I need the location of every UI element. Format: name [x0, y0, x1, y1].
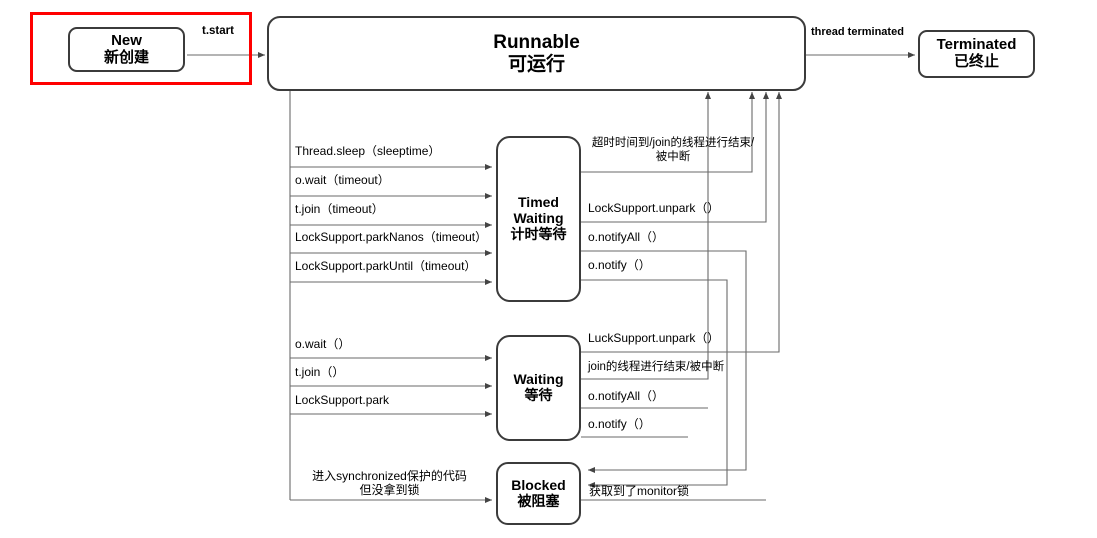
edge-label-o-wait: o.wait（） [295, 337, 351, 351]
node-terminated[interactable]: Terminated 已终止 [918, 30, 1035, 78]
edge-label-lucksupport-unpark: LuckSupport.unpark（） [588, 331, 720, 345]
node-terminated-label-en: Terminated [936, 36, 1017, 54]
edge-label-o-notifyall-waiting: o.notifyAll（） [588, 389, 665, 403]
edge-label-thread-terminated: thread terminated [811, 26, 904, 38]
edge-label-o-wait-timeout: o.wait（timeout） [295, 173, 390, 187]
node-new-label-cn: 新创建 [103, 48, 149, 66]
edge-label-o-notify-waiting: o.notify（） [588, 417, 651, 431]
edge-label-timeout-reached-line2: 被中断 [655, 150, 691, 163]
node-new[interactable]: New 新创建 [68, 27, 185, 72]
edge-label-parknanos: LockSupport.parkNanos（timeout） [295, 230, 488, 244]
edge-label-acquired-monitor-lock: 获取到了monitor锁 [589, 484, 690, 498]
node-runnable-label-en: Runnable [493, 32, 580, 54]
node-blocked-label-en: Blocked [511, 476, 566, 493]
edge-label-parkuntil: LockSupport.parkUntil（timeout） [295, 259, 477, 273]
node-timed-waiting-label-en2: Waiting [513, 210, 564, 227]
edge-label-o-notify-timed: o.notify（） [588, 258, 651, 272]
edge-label-thread-sleep: Thread.sleep（sleeptime） [295, 144, 441, 158]
node-waiting-label-en: Waiting [513, 371, 564, 388]
node-timed-waiting-label-en1: Timed [518, 194, 559, 211]
edge-label-locksupport-park: LockSupport.park [295, 393, 390, 407]
node-runnable[interactable]: Runnable 可运行 [267, 16, 806, 91]
edge-label-o-notifyall-timed: o.notifyAll（） [588, 230, 665, 244]
node-blocked-label-cn: 被阻塞 [517, 492, 560, 509]
edge-label-timeout-reached-line1: 超时时间到/join的线程进行结束/ [591, 137, 755, 149]
node-terminated-label-cn: 已终止 [953, 53, 999, 70]
edge-label-enter-synchronized-line1: 进入synchronized保护的代码 [312, 469, 467, 483]
node-timed-waiting-label-cn: 计时等待 [510, 225, 567, 242]
edge-label-enter-synchronized: 进入synchronized保护的代码 但没拿到锁 [292, 469, 487, 497]
edge-label-locksupport-unpark-timed: LockSupport.unpark（） [588, 201, 720, 215]
node-blocked[interactable]: Blocked 被阻塞 [496, 462, 581, 525]
edge-label-t-start: t.start [202, 25, 234, 37]
node-new-label-en: New [111, 31, 142, 49]
edge-label-join-thread-finished: join的线程进行结束/被中断 [588, 361, 725, 373]
node-waiting[interactable]: Waiting 等待 [496, 335, 581, 441]
new-state-highlight-box [30, 12, 252, 85]
edge-label-t-join-timeout: t.join（timeout） [295, 202, 384, 216]
node-runnable-label-cn: 可运行 [507, 53, 565, 75]
edge-label-timeout-reached: 超时时间到/join的线程进行结束/ 被中断 [588, 137, 758, 164]
node-timed-waiting[interactable]: Timed Waiting 计时等待 [496, 136, 581, 302]
node-waiting-label-cn: 等待 [524, 387, 553, 403]
edge-label-t-join: t.join（） [295, 365, 345, 379]
edge-label-enter-synchronized-line2: 但没拿到锁 [359, 483, 420, 498]
